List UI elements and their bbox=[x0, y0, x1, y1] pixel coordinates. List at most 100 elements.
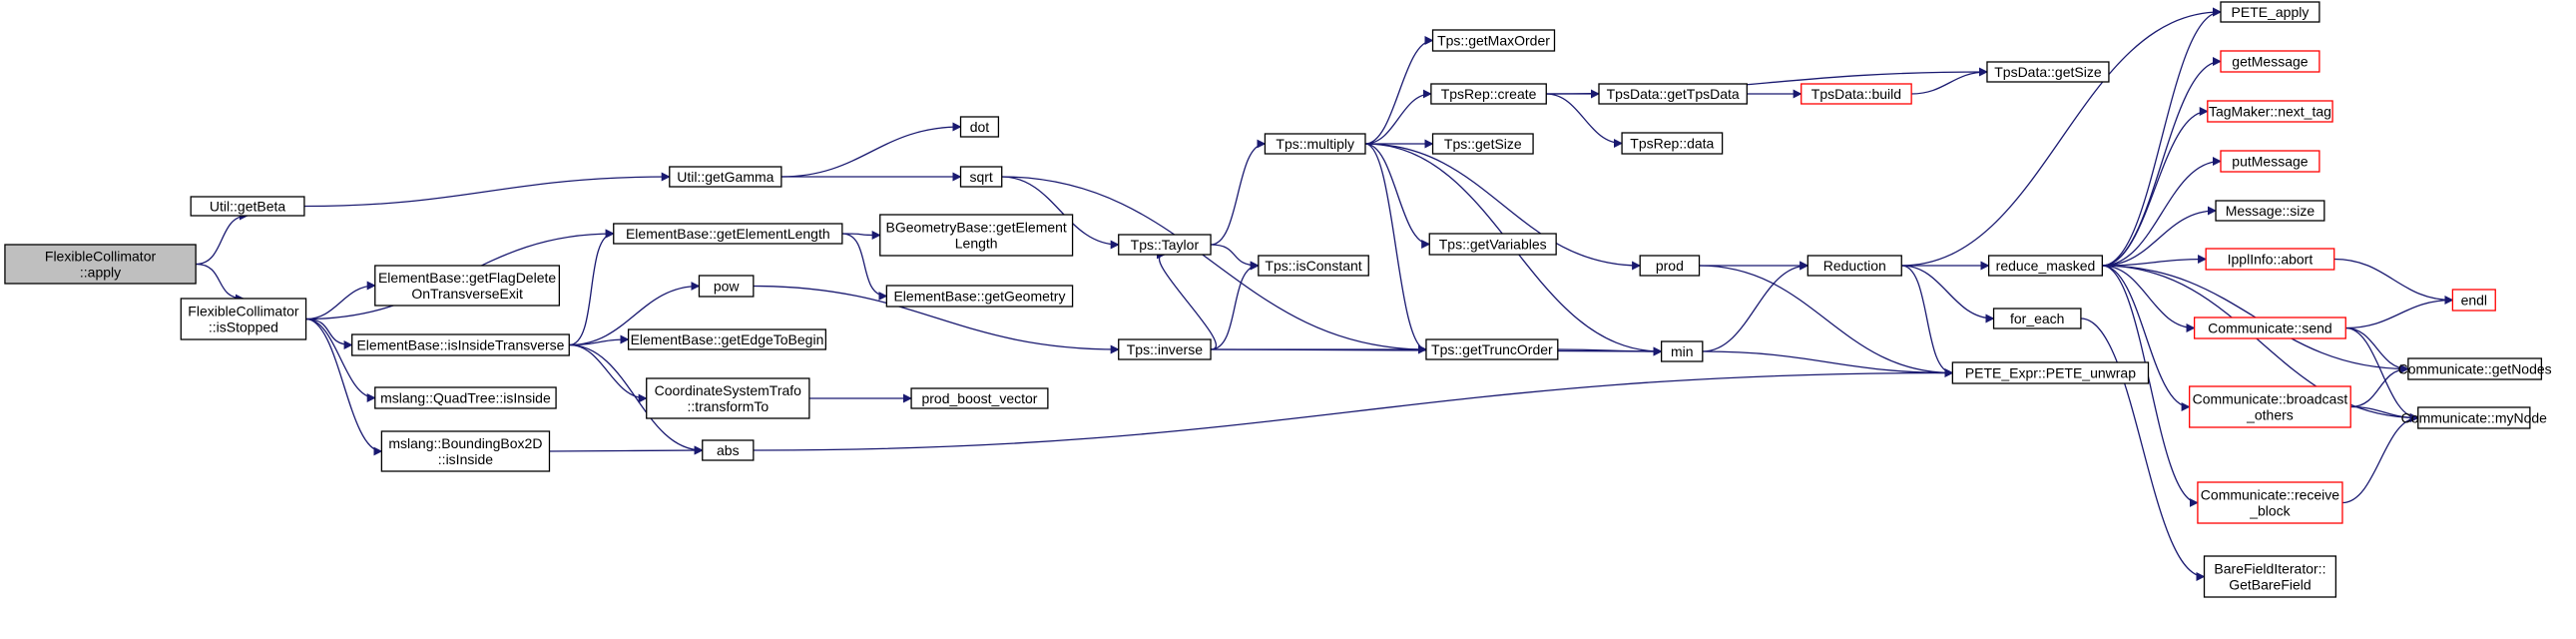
node-tpsrep-create[interactable]: TpsRep::create bbox=[1430, 83, 1547, 105]
edge-getBeta-to-getGamma bbox=[303, 172, 671, 208]
node-ipplinfo-abort[interactable]: IpplInfo::abort bbox=[2205, 248, 2335, 271]
node-tps-getVariables[interactable]: Tps::getVariables bbox=[1428, 233, 1557, 256]
node-pete-apply[interactable]: PETE_apply bbox=[2220, 1, 2320, 23]
node-label: abs bbox=[717, 442, 740, 458]
node-label: Tps::getSize bbox=[1444, 136, 1522, 152]
edge-reduction-to-pete-unwrap bbox=[1901, 265, 1954, 377]
node-reduce-masked[interactable]: reduce_masked bbox=[1987, 255, 2103, 277]
node-pete-unwrap[interactable]: PETE_Expr::PETE_unwrap bbox=[1951, 361, 2150, 384]
node-eb-getEdgeToBegin[interactable]: ElementBase::getEdgeToBegin bbox=[627, 328, 827, 350]
node-bgb-getElementLength[interactable]: BGeometryBase::getElementLength bbox=[879, 214, 1074, 257]
node-label: Communicate::broadcast bbox=[2193, 391, 2348, 407]
node-qt-isInside[interactable]: mslang::QuadTree::isInside bbox=[374, 386, 557, 409]
node-label: Util::getBeta bbox=[210, 199, 285, 215]
function-nodes: FlexibleCollimator::apply Util::getBetaFl… bbox=[4, 1, 2552, 598]
node-fc-apply[interactable]: FlexibleCollimator::apply bbox=[4, 244, 197, 285]
node-label: pow bbox=[714, 279, 741, 295]
node-tpsrep-data[interactable]: TpsRep::data bbox=[1621, 132, 1724, 155]
node-prod[interactable]: prod bbox=[1639, 255, 1701, 277]
edge-tps-inverse-to-tps-taylor bbox=[1156, 250, 1218, 350]
edge-reduce-masked-to-comm-myNode bbox=[2102, 265, 2419, 422]
node-prod-boost-vector[interactable]: prod_boost_vector bbox=[910, 387, 1049, 409]
node-abs[interactable]: abs bbox=[702, 439, 755, 461]
edge-reduce-masked-to-message-size bbox=[2102, 206, 2217, 267]
node-tps-taylor[interactable]: Tps::Taylor bbox=[1118, 234, 1212, 256]
node-barefield-getBareField[interactable]: BareFieldIterator::GetBareField bbox=[2203, 555, 2337, 598]
node-for-each[interactable]: for_each bbox=[1992, 308, 2082, 329]
node-tps-getTruncOrder[interactable]: Tps::getTruncOrder bbox=[1425, 338, 1559, 360]
node-box bbox=[959, 166, 1003, 188]
edge-isStopped-to-qt-isInside bbox=[305, 318, 376, 402]
node-putMessage[interactable]: putMessage bbox=[2220, 150, 2320, 173]
node-getBeta[interactable]: Util::getBeta bbox=[190, 196, 305, 217]
node-tagmaker-next-tag[interactable]: TagMaker::next_tag bbox=[2207, 100, 2333, 123]
node-box bbox=[627, 328, 827, 350]
node-comm-send[interactable]: Communicate::send bbox=[2193, 317, 2346, 339]
node-tps-multiply[interactable]: Tps::multiply bbox=[1264, 133, 1366, 155]
node-box bbox=[1118, 338, 1212, 360]
node-box bbox=[374, 265, 561, 307]
edge-eb-getElementLength-to-bgb-getElementLength bbox=[841, 230, 881, 240]
node-label: Tps::getTruncOrder bbox=[1431, 341, 1553, 357]
edge-reduce-masked-to-comm-receive-block bbox=[2102, 265, 2199, 507]
node-box bbox=[1425, 338, 1559, 360]
node-comm-getNodes[interactable]: Communicate::getNodes bbox=[2398, 357, 2552, 380]
node-min[interactable]: min bbox=[1660, 340, 1704, 362]
node-isStopped[interactable]: FlexibleCollimator::isStopped bbox=[180, 298, 307, 340]
node-sqrt[interactable]: sqrt bbox=[959, 166, 1003, 188]
node-box bbox=[351, 333, 570, 356]
node-comm-receive-block[interactable]: Communicate::receive_block bbox=[2197, 481, 2343, 524]
node-tps-getMaxOrder[interactable]: Tps::getMaxOrder bbox=[1431, 29, 1556, 52]
node-eb-getFlagDelete[interactable]: ElementBase::getFlagDeleteOnTransverseEx… bbox=[374, 265, 561, 307]
edge-reduce-masked-to-getMessage bbox=[2102, 57, 2222, 267]
node-label: PETE_Expr::PETE_unwrap bbox=[1965, 365, 2136, 381]
node-cst-transformTo[interactable]: CoordinateSystemTrafo::transformTo bbox=[646, 377, 810, 419]
edge-eb-isInsideTransverse-to-eb-getElementLength bbox=[569, 229, 615, 346]
node-tps-isConstant[interactable]: Tps::isConstant bbox=[1258, 255, 1369, 277]
node-tpsdata-getSize[interactable]: TpsData::getSize bbox=[1986, 61, 2110, 83]
node-message-size[interactable]: Message::size bbox=[2215, 200, 2325, 222]
node-label: Length bbox=[955, 236, 998, 252]
node-box bbox=[1639, 255, 1701, 277]
node-box bbox=[380, 430, 551, 472]
node-tps-inverse[interactable]: Tps::inverse bbox=[1118, 338, 1212, 360]
node-reduction[interactable]: Reduction bbox=[1806, 255, 1902, 277]
node-box bbox=[2189, 385, 2351, 428]
node-label: Message::size bbox=[2226, 203, 2316, 219]
edge-getGamma-to-dot bbox=[780, 122, 962, 178]
node-box bbox=[2220, 50, 2320, 73]
node-dot[interactable]: dot bbox=[959, 116, 1000, 138]
node-endl[interactable]: endl bbox=[2451, 289, 2496, 312]
node-getMessage[interactable]: getMessage bbox=[2220, 50, 2320, 73]
node-comm-broadcast-others[interactable]: Communicate::broadcast_others bbox=[2189, 385, 2351, 428]
node-box bbox=[1992, 308, 2082, 329]
node-comm-myNode[interactable]: Communicate::myNode bbox=[2401, 406, 2547, 429]
node-eb-getGeometry[interactable]: ElementBase::getGeometry bbox=[885, 285, 1074, 308]
node-box bbox=[2417, 406, 2531, 429]
node-label: Tps::Taylor bbox=[1131, 237, 1200, 253]
node-box bbox=[1258, 255, 1369, 277]
node-label: Reduction bbox=[1823, 258, 1886, 274]
node-tpsdata-getTpsData[interactable]: TpsData::getTpsData bbox=[1598, 83, 1748, 105]
node-tps-getSize[interactable]: Tps::getSize bbox=[1431, 133, 1534, 155]
node-box bbox=[879, 214, 1074, 257]
node-label: IpplInfo::abort bbox=[2228, 252, 2314, 268]
node-box bbox=[2407, 357, 2543, 380]
node-getGamma[interactable]: Util::getGamma bbox=[669, 166, 782, 188]
node-eb-getElementLength[interactable]: ElementBase::getElementLength bbox=[613, 223, 843, 245]
node-label: ElementBase::isInsideTransverse bbox=[356, 337, 564, 353]
node-tpsdata-build[interactable]: TpsData::build bbox=[1801, 83, 1912, 105]
node-eb-isInsideTransverse[interactable]: ElementBase::isInsideTransverse bbox=[351, 333, 570, 356]
node-bb-isInside[interactable]: mslang::BoundingBox2D::isInside bbox=[380, 430, 551, 472]
node-label: _others bbox=[2246, 407, 2294, 423]
edge-eb-isInsideTransverse-to-eb-getEdgeToBegin bbox=[569, 334, 630, 346]
edge-tps-multiply-to-tpsrep-create bbox=[1364, 89, 1432, 145]
node-label: endl bbox=[2461, 293, 2487, 309]
node-pow[interactable]: pow bbox=[698, 275, 755, 298]
node-box bbox=[180, 298, 307, 340]
edge-tps-inverse-to-tps-isConstant bbox=[1210, 261, 1260, 350]
node-box bbox=[1598, 83, 1748, 105]
node-label: prod_boost_vector bbox=[921, 390, 1037, 406]
edge-tpsrep-create-to-tpsrep-data bbox=[1546, 93, 1623, 148]
edge-comm-broadcast-others-to-comm-getNodes bbox=[2350, 364, 2409, 408]
